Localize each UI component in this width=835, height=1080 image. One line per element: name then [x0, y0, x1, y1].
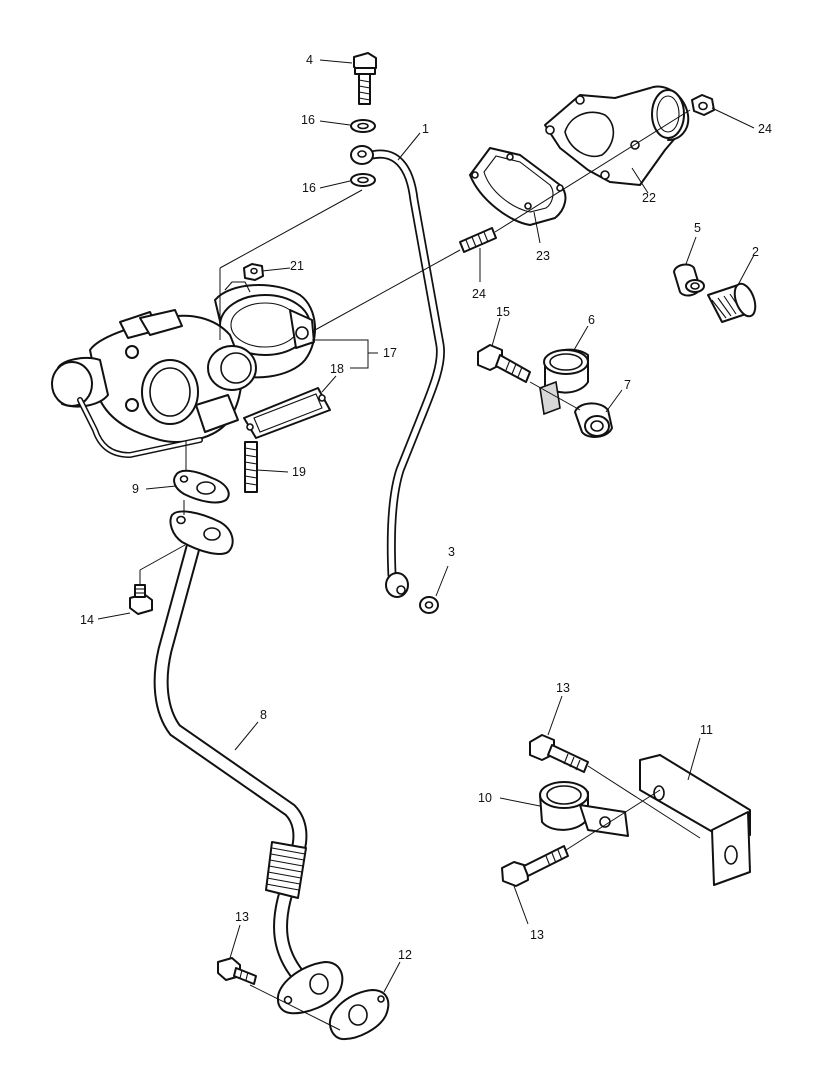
callout-7: 7 [624, 378, 631, 392]
callout-19: 19 [292, 465, 306, 479]
callout-16-lower: 16 [302, 181, 316, 195]
oil-feed-pipe [350, 145, 445, 598]
callout-leaders [97, 59, 755, 993]
callout-22: 23 [536, 249, 550, 263]
callout-12: 12 [398, 948, 412, 962]
callout-21: 22 [642, 191, 656, 205]
callout-18: 18 [330, 362, 344, 376]
bolt-14 [129, 584, 153, 615]
callout-17: 17 [383, 346, 397, 360]
callout-14: 14 [80, 613, 94, 627]
oil-drain-gasket-9 [173, 469, 230, 504]
callout-13-drain: 13 [235, 910, 249, 924]
oil-drain-pipe [153, 510, 344, 1015]
bolt-15 [477, 344, 531, 383]
callout-15: 15 [496, 305, 510, 319]
callout-13-upper: 13 [556, 681, 570, 695]
callout-11: 11 [700, 723, 713, 737]
callout-9: 9 [132, 482, 139, 496]
outlet-elbow-21 [544, 85, 690, 186]
callout-3: 3 [448, 545, 455, 559]
bolt-13-lower [501, 845, 569, 887]
banjo-bolt-4 [353, 52, 377, 105]
nut-24 [691, 94, 715, 116]
callout-24: 24 [758, 122, 772, 136]
bolt-13-upper [529, 734, 589, 773]
callout-6: 6 [588, 313, 595, 327]
turbocharger-assembly [51, 263, 317, 459]
callout-16-upper: 16 [301, 113, 315, 127]
sealing-washer-3 [419, 596, 439, 614]
callout-5: 5 [694, 221, 701, 235]
gasket-18 [243, 387, 331, 439]
bolt-13-drain [217, 957, 257, 985]
stud-23 [459, 227, 497, 253]
spacer-7 [574, 402, 613, 438]
callout-4: 4 [306, 53, 313, 67]
bracket-11 [639, 754, 751, 886]
callout-20: 21 [290, 259, 304, 273]
clamp-10 [539, 781, 629, 837]
callout-10: 10 [478, 791, 492, 805]
sealing-washer-16-lower [350, 173, 376, 187]
callout-8: 8 [260, 708, 267, 722]
oil-drain-gasket-12 [328, 989, 390, 1041]
callout-13-lower: 13 [530, 928, 544, 942]
gasket-22 [469, 147, 567, 226]
callout-labels: 4 16 16 1 24 22 23 24 21 5 2 15 6 7 17 1… [80, 53, 772, 962]
alignment-lines [139, 109, 701, 1031]
callout-23: 24 [472, 287, 486, 301]
hose-2 [707, 282, 757, 323]
sealing-washer-16-upper [350, 119, 376, 133]
callout-2: 2 [752, 245, 759, 259]
plug-5 [673, 263, 705, 297]
callout-1: 1 [422, 122, 429, 136]
stud-19 [244, 441, 258, 493]
clamp-6 [539, 348, 589, 416]
